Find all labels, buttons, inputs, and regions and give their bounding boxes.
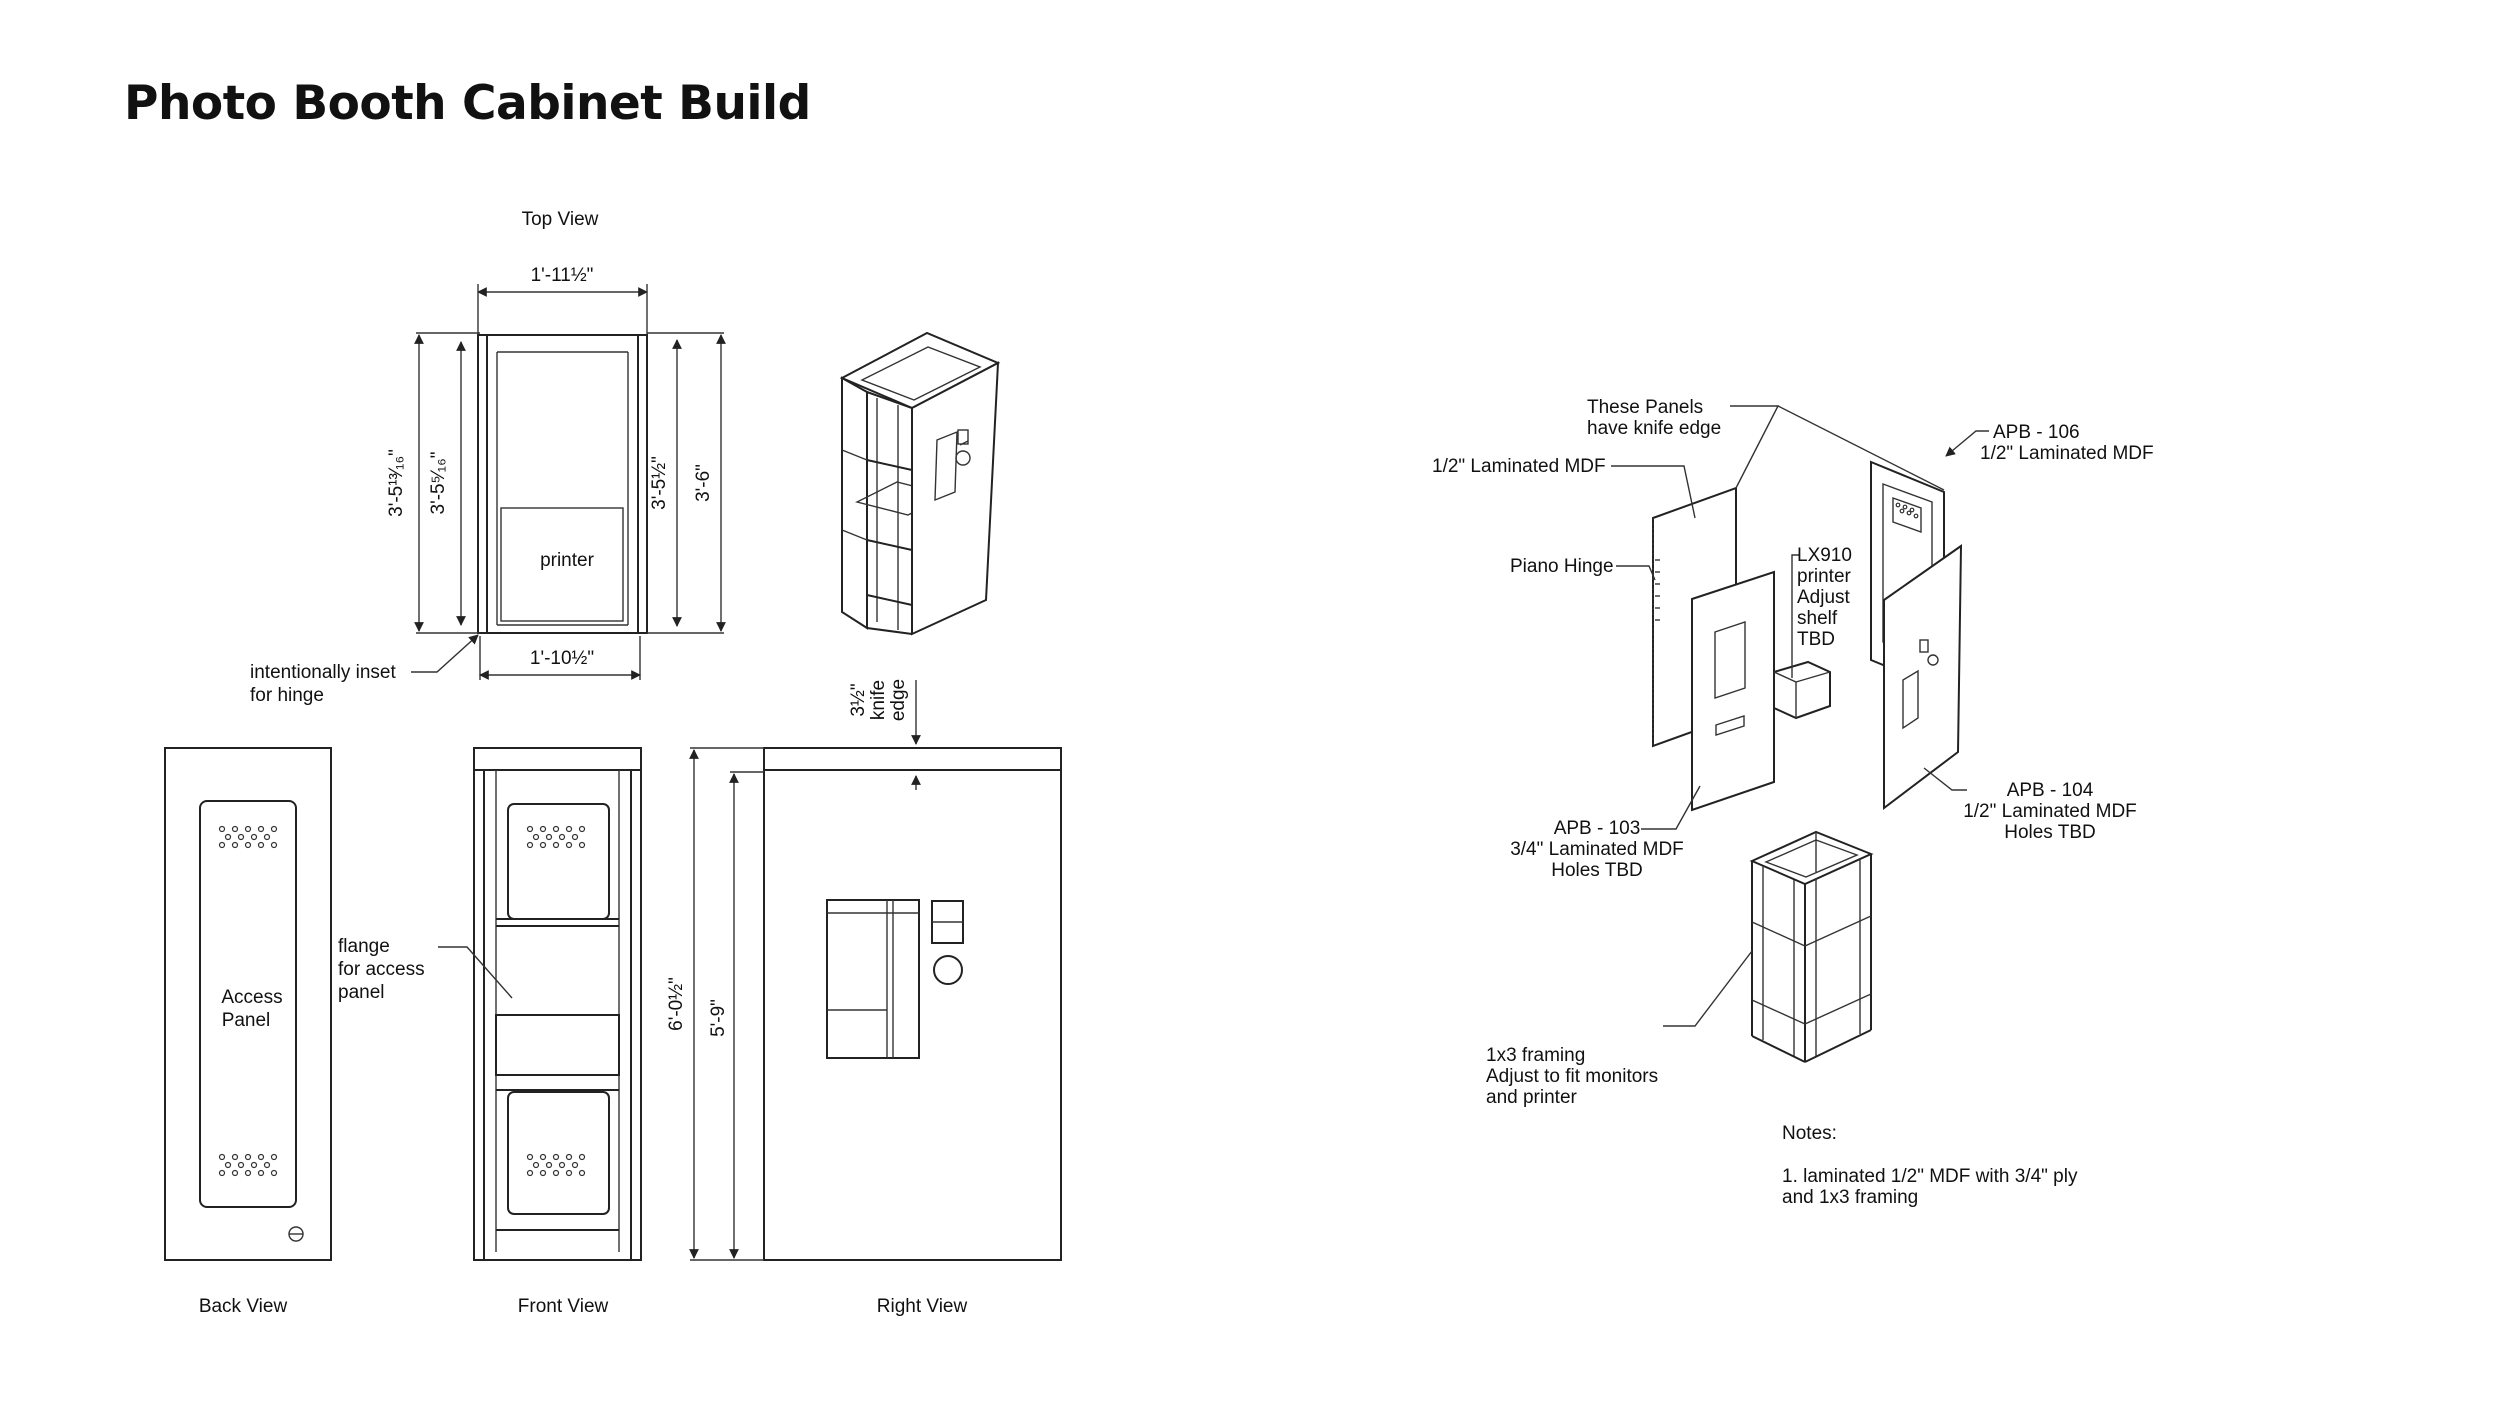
printer-box	[1773, 660, 1831, 720]
access-panel-label-line1: Access	[221, 987, 282, 1008]
knife-edge-callout: 3½" knife edge	[848, 679, 921, 790]
height-body-dimension: 5'-9"	[708, 999, 729, 1037]
vent-holes-top	[218, 825, 278, 849]
exploded-view: These Panels have knife edge APB - 106 1…	[1432, 397, 2154, 1108]
half-laminated-mdf-label: 1/2" Laminated MDF	[1432, 456, 1606, 477]
apb-104-holes: Holes TBD	[2004, 822, 2096, 843]
lx910-label-line2: printer	[1797, 566, 1852, 587]
back-view: Access Panel Back View	[164, 747, 332, 1317]
depth-outer-right-dimension: 3'-6"	[693, 464, 714, 502]
knife-panels-note-line2: have knife edge	[1587, 418, 1721, 439]
isometric-cabinet	[839, 331, 1001, 636]
flange-note-line3: panel	[338, 982, 385, 1003]
lx910-label-line5: TBD	[1797, 629, 1835, 650]
depth-outer-left-dimension: 3'-5¹³⁄₁₆"	[386, 449, 407, 517]
apb-104-label: APB - 104	[2007, 780, 2094, 801]
framing-note-line2: Adjust to fit monitors	[1486, 1066, 1658, 1087]
apb-104-material: 1/2" Laminated MDF	[1963, 801, 2137, 822]
framing-structure	[1749, 830, 1874, 1063]
notes-line2: and 1x3 framing	[1782, 1187, 1918, 1208]
lx910-label-line1: LX910	[1797, 545, 1852, 566]
front-view-label: Front View	[518, 1296, 609, 1317]
printer-label: printer	[540, 550, 595, 571]
panel-apb-104	[1883, 544, 1963, 811]
right-view-label: Right View	[877, 1296, 968, 1317]
height-total-dimension: 6'-0½"	[666, 977, 687, 1031]
apb-103-material: 3/4" Laminated MDF	[1510, 839, 1684, 860]
vent-holes-front-top	[526, 825, 586, 849]
top-view-label: Top View	[522, 209, 599, 230]
lx910-label-line4: shelf	[1797, 608, 1838, 629]
lock-icon	[288, 1226, 304, 1242]
knife-edge-label-line1: knife	[868, 680, 889, 720]
access-panel-label-line2: Panel	[222, 1010, 271, 1031]
lx910-label-line3: Adjust	[1797, 587, 1851, 608]
bottom-width-dimension: 1'-10½"	[530, 648, 594, 669]
depth-inner-right-dimension: 3'-5½"	[649, 456, 670, 510]
knife-edge-label-line2: edge	[888, 679, 909, 721]
apb-103-label: APB - 103	[1554, 818, 1641, 839]
panel-apb-103	[1691, 570, 1775, 812]
vent-holes-front-bottom	[526, 1153, 586, 1177]
top-view: Top View 1'-11½" printer 3'-5¹³⁄₁₆" 3'-5…	[250, 209, 726, 706]
framing-note-line3: and printer	[1486, 1087, 1578, 1108]
apb-106-material: 1/2" Laminated MDF	[1980, 443, 2154, 464]
apb-103-holes: Holes TBD	[1551, 860, 1643, 881]
knife-edge-dimension: 3½"	[848, 683, 869, 716]
apb-106-label: APB - 106	[1993, 422, 2080, 443]
flange-note-line1: flange	[338, 936, 390, 957]
notes-block: Notes: 1. laminated 1/2" MDF with 3/4" p…	[1782, 1123, 2078, 1208]
panel-vent-holes	[1895, 502, 1919, 519]
page-title: Photo Booth Cabinet Build	[124, 76, 811, 131]
flange-note-line2: for access	[338, 959, 425, 980]
right-view: 6'-0½" 5'-9" Right View	[666, 747, 1062, 1317]
notes-line1: 1. laminated 1/2" MDF with 3/4" ply	[1782, 1166, 2078, 1187]
back-view-label: Back View	[199, 1296, 288, 1317]
top-width-dimension: 1'-11½"	[531, 265, 594, 286]
framing-note-line1: 1x3 framing	[1486, 1045, 1585, 1066]
piano-hinge-marks	[1655, 559, 1660, 621]
depth-inner-left-dimension: 3'-5⁵⁄₁₆"	[428, 452, 449, 515]
vent-holes-bottom	[218, 1153, 278, 1177]
knife-panels-note-line1: These Panels	[1587, 397, 1703, 418]
inset-note-line2: for hinge	[250, 685, 324, 706]
notes-heading: Notes:	[1782, 1123, 1837, 1144]
piano-hinge-label: Piano Hinge	[1510, 556, 1614, 577]
inset-note-line1: intentionally inset	[250, 662, 396, 683]
front-view: flange for access panel Front View	[338, 747, 642, 1317]
